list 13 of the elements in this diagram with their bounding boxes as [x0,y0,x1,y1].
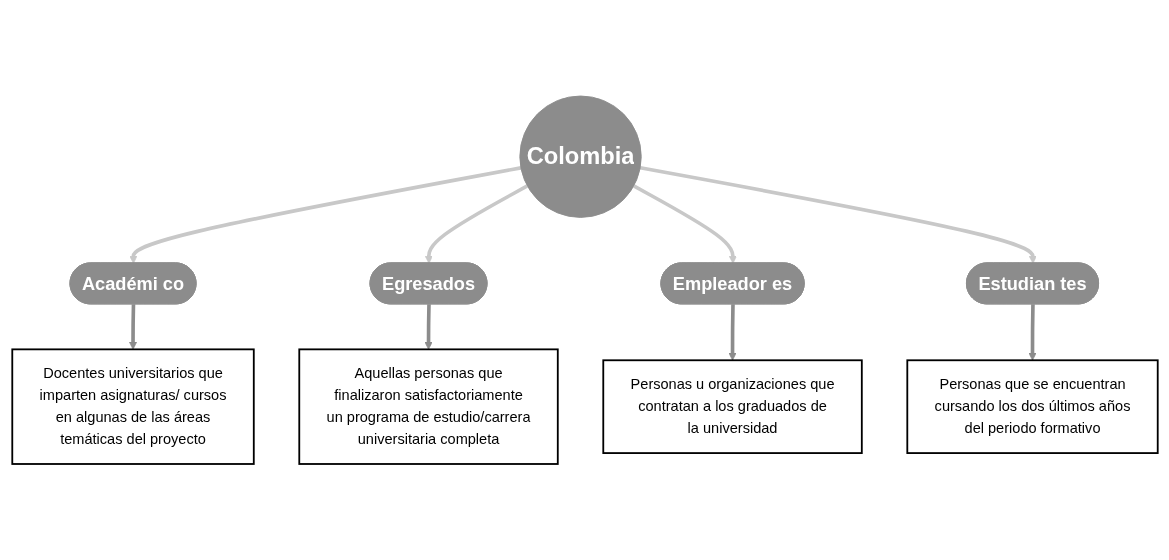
node-box: Personas u organizaciones que contratan a los graduados de la universidad [601,359,863,454]
arrow [128,304,137,350]
arrow [424,184,528,264]
arrow [424,304,433,350]
node-circle: Colombia [518,95,642,218]
arrow [128,166,521,264]
node-box: Docentes universitarios que imparten asignaturas/ cursos en algunas de las áreas temáticas del proyecto [10,348,255,465]
arrow [639,165,1037,264]
arrow [1028,304,1036,361]
node-box: Aquellas personas que finalizaron satisfactoriamente un programa de estudio/carrera universitaria completa [297,348,559,465]
arrow [728,304,737,361]
arrow [632,184,737,264]
node-box: Personas que se encuentran cursando los dos últimos años del periodo formativo [905,359,1159,454]
